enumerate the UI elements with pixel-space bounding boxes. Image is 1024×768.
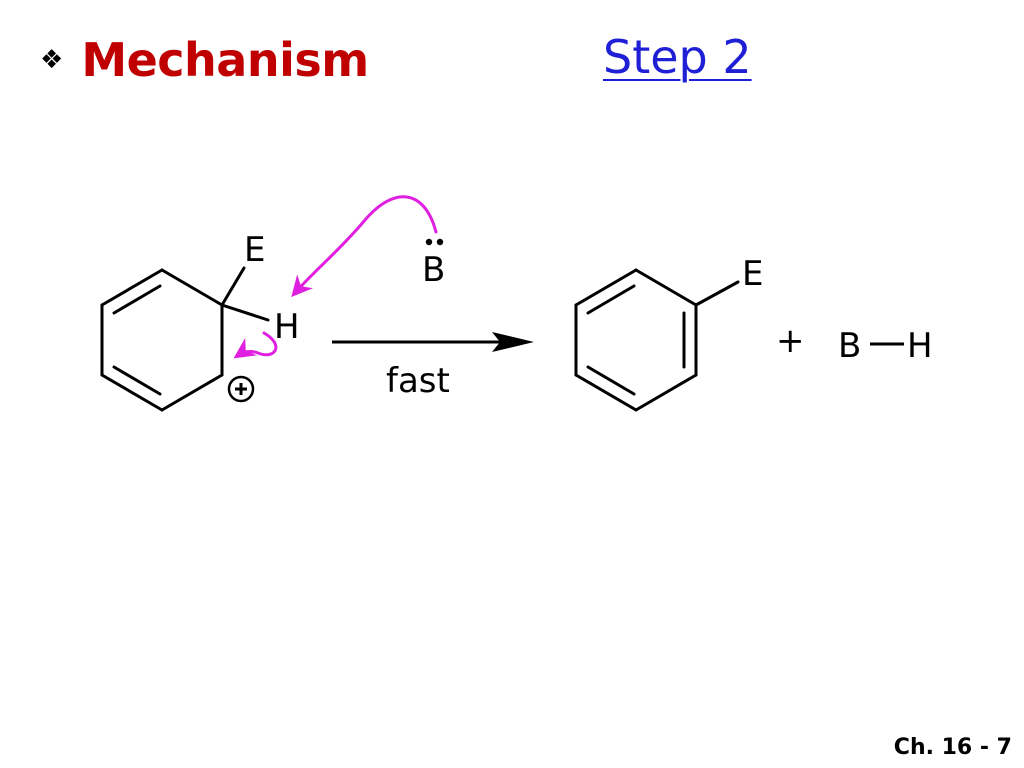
curved-arrow-bond-to-ring-icon xyxy=(233,331,278,359)
ring-double-bond-inner xyxy=(586,365,636,396)
ring-bond xyxy=(160,373,224,412)
reactant-e-label: E xyxy=(244,230,265,270)
c-e-bond xyxy=(220,266,246,307)
positive-charge-icon xyxy=(227,375,255,403)
reaction-arrow xyxy=(332,332,534,352)
ring-bond xyxy=(574,268,638,307)
diamond-bullet-icon: ❖ xyxy=(40,45,64,75)
base-label: B xyxy=(422,250,445,290)
page-number: Ch. 16 - 7 xyxy=(893,735,1012,760)
arrowhead-icon xyxy=(492,332,534,352)
ring-double-bond-inner xyxy=(112,365,162,396)
curved-arrow-base-to-h-icon xyxy=(291,195,438,298)
ring-bond xyxy=(100,268,164,307)
ring-double-bond-inner xyxy=(586,284,636,315)
ring-bond xyxy=(100,373,164,412)
ring-bond xyxy=(160,268,224,307)
arenium-ion-structure xyxy=(100,266,270,412)
reactant-h-label: H xyxy=(274,307,300,347)
arrow-condition-label: fast xyxy=(386,361,450,401)
step-2-link[interactable]: Step 2 xyxy=(603,30,752,84)
c-h-bond xyxy=(220,303,270,322)
byproduct-h-label: H xyxy=(907,326,933,366)
lone-pair-icon xyxy=(425,238,444,246)
ring-bond xyxy=(574,373,638,412)
plus-sign: + xyxy=(776,321,805,361)
benzene-product-structure xyxy=(574,268,740,412)
slide-title: Mechanism xyxy=(81,33,369,87)
byproduct-b-label: B xyxy=(838,326,861,366)
ring-bond xyxy=(634,268,698,307)
product-e-label: E xyxy=(742,254,763,294)
ring-bond xyxy=(634,373,698,412)
title-row: ❖ Mechanism xyxy=(40,30,369,90)
ring-double-bond-inner xyxy=(112,284,162,315)
c-e-bond xyxy=(694,280,740,307)
